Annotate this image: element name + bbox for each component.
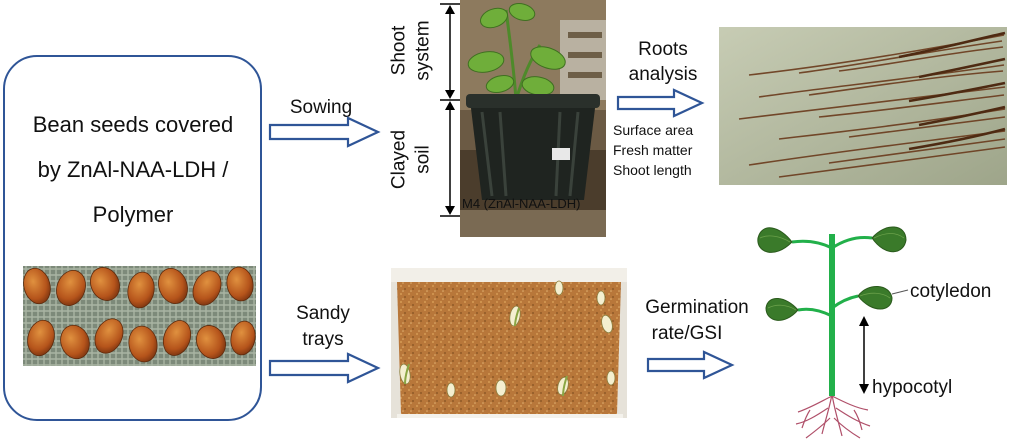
clayed-soil-dimension-icon [440,101,460,217]
germination-arrow-icon [646,350,735,380]
sandy-trays-label-2: trays [302,329,344,350]
germination-label-1: Germination [645,297,749,318]
clayed-soil-label-2: soil [412,145,434,174]
roots-photo [719,27,1007,185]
shoot-system-dimension-icon [440,3,460,101]
coated-seeds-photo [23,266,256,366]
seed-box-line-1: Bean seeds covered [32,112,234,137]
sowing-arrow-icon [268,116,381,148]
seed-box-line-2: by ZnAl-NAA-LDH / [37,157,229,182]
measurement-surface-area: Surface area [613,122,694,138]
measurement-fresh-matter: Fresh matter [613,142,693,158]
sowing-label: Sowing [289,97,353,118]
sandy-tray-photo [391,268,627,418]
pot-caption: M4 (ZnAl-NAA-LDH) [462,196,581,211]
hypocotyl-label: hypocotyl [872,377,953,398]
measurement-shoot-length: Shoot length [613,162,692,178]
roots-analysis-arrow-icon [616,88,705,118]
sandy-trays-arrow-icon [268,352,381,384]
roots-analysis-label-2: analysis [628,64,698,85]
shoot-system-label-1: Shoot [388,25,410,76]
shoot-system-label-2: system [412,20,434,81]
potted-plant-photo [460,0,606,237]
seed-box-line-3: Polymer [92,202,174,227]
cotyledon-label: cotyledon [910,281,992,302]
seed-description-box [3,55,262,421]
seedling-illustration [757,226,909,439]
clayed-soil-label-1: Clayed [388,129,410,190]
roots-analysis-label-1: Roots [638,39,688,60]
germination-label-2: rate/GSI [651,323,723,344]
sandy-trays-label-1: Sandy [296,303,350,324]
